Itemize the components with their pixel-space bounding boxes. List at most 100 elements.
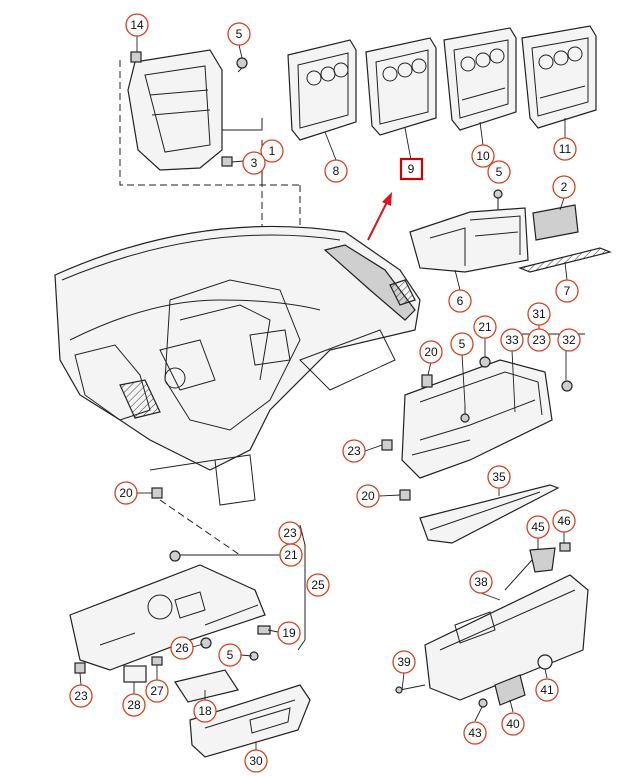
svg-text:33: 33 bbox=[505, 333, 519, 347]
callout-3: 3 bbox=[242, 151, 266, 175]
svg-text:11: 11 bbox=[559, 142, 572, 156]
callout-45: 45 bbox=[526, 515, 550, 539]
callout-5-frame: 5 bbox=[227, 22, 251, 46]
callout-43: 43 bbox=[463, 721, 487, 745]
glovebox-trim-strip bbox=[419, 484, 560, 544]
svg-text:14: 14 bbox=[130, 18, 144, 32]
screw-39 bbox=[395, 684, 426, 694]
callout-26: 26 bbox=[170, 636, 194, 660]
callout-5-glovebox: 5 bbox=[450, 332, 474, 356]
svg-text:43: 43 bbox=[468, 726, 482, 740]
callout-8: 8 bbox=[324, 159, 348, 183]
svg-text:1: 1 bbox=[269, 144, 276, 158]
callout-23-upper: 23 bbox=[527, 328, 551, 352]
callout-32: 32 bbox=[557, 328, 581, 352]
latch-45-46 bbox=[504, 542, 571, 591]
dashed-guide-lower bbox=[159, 499, 241, 556]
callout-2: 2 bbox=[552, 175, 576, 199]
callout-27: 27 bbox=[145, 679, 169, 703]
svg-text:46: 46 bbox=[557, 514, 571, 528]
svg-text:20: 20 bbox=[361, 489, 375, 503]
callout-21-lower: 21 bbox=[279, 543, 303, 567]
callout-21-upper: 21 bbox=[473, 315, 497, 339]
callout-20-upper: 20 bbox=[419, 340, 443, 364]
svg-text:7: 7 bbox=[564, 284, 571, 298]
svg-text:23: 23 bbox=[283, 526, 297, 540]
svg-text:9: 9 bbox=[408, 162, 415, 176]
leader-lines bbox=[79, 36, 585, 750]
svg-text:5: 5 bbox=[227, 648, 234, 662]
svg-text:10: 10 bbox=[476, 149, 490, 163]
glovebox-fittings bbox=[151, 356, 573, 501]
callout-11: 11 bbox=[553, 137, 577, 161]
glovebox-housing bbox=[401, 359, 553, 479]
screw-5-compartment bbox=[493, 189, 503, 210]
svg-text:40: 40 bbox=[506, 717, 520, 731]
svg-text:3: 3 bbox=[251, 156, 258, 170]
svg-text:21: 21 bbox=[478, 320, 492, 334]
svg-text:19: 19 bbox=[282, 626, 296, 640]
svg-text:25: 25 bbox=[311, 578, 325, 592]
callout-25: 25 bbox=[306, 573, 330, 597]
callout-46: 46 bbox=[552, 509, 576, 533]
svg-text:20: 20 bbox=[119, 486, 133, 500]
svg-text:32: 32 bbox=[562, 333, 576, 347]
callout-9-highlighted: 9 bbox=[399, 157, 424, 181]
callout-5-compartment: 5 bbox=[487, 160, 511, 184]
svg-text:21: 21 bbox=[284, 548, 298, 562]
svg-text:35: 35 bbox=[492, 470, 506, 484]
svg-text:38: 38 bbox=[474, 575, 488, 589]
callout-35: 35 bbox=[487, 465, 511, 489]
callout-23-lower-left: 23 bbox=[69, 684, 93, 708]
callout-19: 19 bbox=[277, 621, 301, 645]
svg-text:18: 18 bbox=[198, 704, 212, 718]
glovebox-tray-30 bbox=[189, 684, 311, 758]
red-arrow bbox=[367, 192, 392, 241]
callout-28: 28 bbox=[122, 693, 146, 717]
svg-text:2: 2 bbox=[561, 180, 568, 194]
callout-6: 6 bbox=[448, 289, 472, 313]
svg-text:5: 5 bbox=[459, 337, 466, 351]
svg-text:27: 27 bbox=[150, 684, 164, 698]
bracket-25 bbox=[297, 524, 306, 651]
svg-text:23: 23 bbox=[532, 333, 546, 347]
callout-20-left: 20 bbox=[114, 481, 138, 505]
svg-text:41: 41 bbox=[540, 683, 554, 697]
callout-23-lower-right: 23 bbox=[278, 521, 302, 545]
callout-31: 31 bbox=[527, 302, 551, 326]
callout-7: 7 bbox=[555, 279, 579, 303]
svg-text:20: 20 bbox=[424, 345, 438, 359]
callout-40: 40 bbox=[501, 712, 525, 736]
callout-5-lower: 5 bbox=[218, 643, 242, 667]
trim-panel-10 bbox=[443, 27, 517, 131]
svg-text:23: 23 bbox=[347, 444, 361, 458]
svg-text:30: 30 bbox=[249, 754, 263, 768]
trim-panel-11 bbox=[521, 25, 597, 129]
svg-text:8: 8 bbox=[333, 164, 340, 178]
svg-text:5: 5 bbox=[236, 27, 243, 41]
callout-39: 39 bbox=[392, 650, 416, 674]
glovebox-lid bbox=[424, 574, 589, 701]
svg-text:26: 26 bbox=[175, 641, 189, 655]
callout-30: 30 bbox=[244, 749, 268, 773]
radio-mounting-frame bbox=[127, 49, 263, 180]
svg-text:31: 31 bbox=[532, 307, 546, 321]
callout-10: 10 bbox=[471, 144, 495, 168]
svg-text:45: 45 bbox=[531, 520, 545, 534]
callout-23-mid: 23 bbox=[342, 439, 366, 463]
storage-mat bbox=[518, 247, 612, 273]
storage-compartment bbox=[409, 207, 529, 273]
callout-33: 33 bbox=[500, 328, 524, 352]
svg-text:28: 28 bbox=[127, 698, 141, 712]
screw-5-top bbox=[236, 57, 248, 73]
storage-lid bbox=[532, 204, 579, 241]
svg-text:39: 39 bbox=[397, 655, 411, 669]
trim-panel-9 bbox=[365, 37, 437, 136]
callout-38: 38 bbox=[469, 570, 493, 594]
callout-41: 41 bbox=[535, 678, 559, 702]
callout-18: 18 bbox=[193, 699, 217, 723]
callout-14: 14 bbox=[125, 13, 149, 37]
svg-text:5: 5 bbox=[496, 165, 503, 179]
dashboard bbox=[54, 225, 421, 506]
